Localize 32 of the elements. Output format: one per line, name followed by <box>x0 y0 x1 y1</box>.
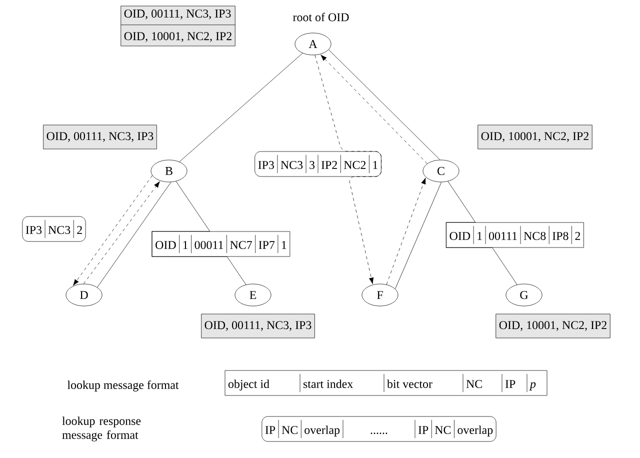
record-box: OID, 10001, NC2, IP2 <box>496 314 610 338</box>
tree-node: C <box>422 160 460 182</box>
message-box: IP3 NC3 2 <box>22 216 86 242</box>
tree-edge <box>179 52 303 162</box>
arrow <box>83 181 160 284</box>
tree-edge <box>152 181 246 285</box>
tree-edge <box>328 50 440 160</box>
record-box: OID, 00111, NC3, IP3 <box>201 314 315 338</box>
message-box: OID 1 00011 NC7 IP7 1 <box>152 231 290 257</box>
record-box: OID, 10001, NC2, IP2 <box>478 124 592 150</box>
tree-node: D <box>66 284 102 306</box>
tree-node: E <box>234 284 272 306</box>
arrow <box>314 54 382 284</box>
tree-node: F <box>362 284 398 306</box>
tree-edge <box>446 181 518 285</box>
tree-edge <box>97 182 172 288</box>
message-box: OID 1 00111 NC8 IP8 2 <box>446 222 584 248</box>
message-box: IP NC overlap ...... IP NC overlap <box>262 416 496 442</box>
tree-node: B <box>150 160 188 182</box>
arrow <box>386 178 426 285</box>
tree-node: G <box>506 284 542 306</box>
arrow <box>320 54 428 164</box>
record-box: OID, 00111, NC3, IP3 <box>43 124 157 150</box>
node-label: root of OID <box>293 12 349 22</box>
arrow <box>73 175 153 286</box>
record-table: OID, 00111, NC3, IP3 OID, 10001, NC2, IP2 <box>120 6 236 46</box>
format-label: lookup message format <box>67 380 179 392</box>
format-label: lookup response message format <box>62 416 141 442</box>
message-box: object id start index bit vector NC IP p <box>224 370 548 396</box>
tree-node: A <box>294 32 332 56</box>
message-box: IP3 NC3 3 IP2 NC2 1 <box>254 151 382 177</box>
tree-edge <box>395 182 442 290</box>
